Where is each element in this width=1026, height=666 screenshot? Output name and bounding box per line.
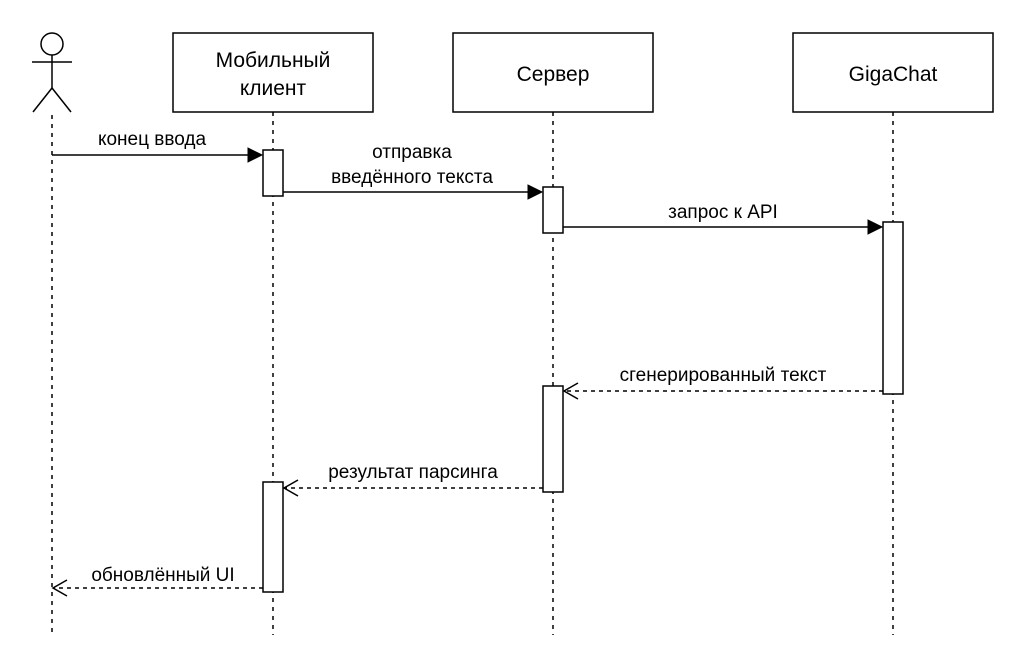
mobile-client-label-line2: клиент [240, 77, 307, 100]
participant-server: Сервер [452, 32, 654, 113]
message-send-text-label-line2: введённого текста [331, 167, 493, 188]
message-parsing-result: результат парсинга [282, 462, 543, 497]
message-generated-text-label: сгенерированный текст [620, 365, 827, 386]
mobile-client-activation-1 [262, 149, 284, 197]
server-label: Сервер [517, 63, 590, 86]
user-actor-icon [32, 32, 72, 113]
message-generated-text: сгенерированный текст [562, 365, 883, 400]
mobile-client-label-line1: Мобильный [216, 49, 331, 72]
gigachat-label: GigaChat [849, 63, 938, 86]
gigachat-activation [882, 221, 904, 395]
message-parsing-result-label: результат парсинга [328, 462, 498, 483]
server-activation-2 [542, 385, 564, 493]
message-api-request: запрос к API [563, 202, 884, 235]
message-end-of-input-label: конец ввода [98, 129, 207, 150]
message-send-text-label-line1: отправка [372, 142, 452, 163]
message-updated-ui-label: обновлённый UI [91, 565, 234, 586]
message-api-request-label: запрос к API [668, 202, 778, 223]
participant-gigachat: GigaChat [792, 32, 994, 113]
message-updated-ui: обновлённый UI [51, 565, 263, 597]
server-activation-1 [542, 186, 564, 234]
message-end-of-input: конец ввода [52, 129, 264, 163]
message-send-text: отправка введённого текста [283, 142, 544, 200]
participant-mobile-client: Мобильный клиент [172, 32, 374, 113]
mobile-client-activation-2 [262, 481, 284, 593]
